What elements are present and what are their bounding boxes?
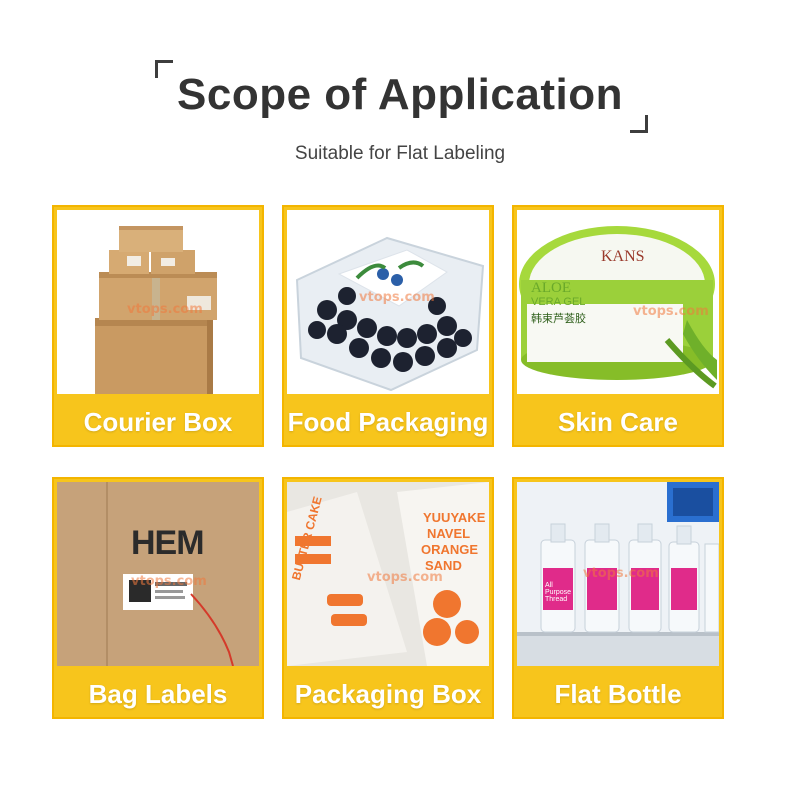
card-food-packaging[interactable]: vtops.com Food Packaging: [282, 205, 494, 447]
card-packaging-box[interactable]: YUUYAKE NAVEL ORANGE SAND BUTTER CAKE vt…: [282, 477, 494, 719]
box-text-1: YUUYAKE: [423, 510, 486, 525]
watermark: vtops.com: [633, 304, 709, 319]
card-label: Courier Box: [83, 406, 233, 437]
flat-bottle-photo: All Purpose Thread vtops.com: [517, 482, 719, 666]
courier-box-photo: vtops.com: [57, 210, 259, 394]
skincare-brand: KANS: [601, 248, 645, 265]
card-label: Bag Labels: [88, 678, 228, 709]
packaging-box-photo: YUUYAKE NAVEL ORANGE SAND BUTTER CAKE vt…: [287, 482, 489, 666]
title-bracket-top-left: [155, 60, 173, 78]
box-text-4: SAND: [425, 558, 462, 573]
title-bracket-bottom-right: [630, 115, 648, 133]
skin-care-photo: KANS ALOE VERA GEL 韩束芦荟胶 vtops.com: [517, 210, 719, 394]
food-packaging-photo: vtops.com: [287, 210, 489, 394]
card-courier-box[interactable]: vtops.com Courier Box: [52, 205, 264, 447]
card-label: Flat Bottle: [554, 678, 682, 709]
box-text-2: NAVEL: [427, 526, 471, 541]
page-subtitle: Suitable for Flat Labeling: [294, 143, 506, 164]
card-bag-labels[interactable]: HEM vtops.com Bag Labels: [52, 477, 264, 719]
box-text-3: ORANGE: [421, 542, 479, 557]
bottle-label-text: All Purpose Thread: [545, 582, 572, 603]
watermark: vtops.com: [367, 570, 443, 585]
card-flat-bottle[interactable]: All Purpose Thread vtops.com Flat Bottle: [512, 477, 724, 719]
page-title: Scope of Application: [177, 70, 623, 119]
bag-labels-photo: HEM vtops.com: [57, 482, 259, 666]
skincare-line2: VERA GEL: [531, 296, 586, 308]
card-label: Packaging Box: [294, 678, 482, 709]
card-label: Food Packaging: [287, 406, 489, 437]
watermark: vtops.com: [583, 566, 659, 581]
card-skin-care[interactable]: KANS ALOE VERA GEL 韩束芦荟胶 vtops.com Skin …: [512, 205, 724, 447]
skincare-line1: ALOE: [531, 280, 571, 296]
card-label: Skin Care: [558, 406, 678, 437]
bag-logo: HEM: [131, 524, 205, 562]
watermark: vtops.com: [359, 290, 435, 305]
skincare-cn: 韩束芦荟胶: [531, 312, 586, 325]
watermark: vtops.com: [131, 574, 207, 589]
watermark: vtops.com: [127, 302, 203, 317]
